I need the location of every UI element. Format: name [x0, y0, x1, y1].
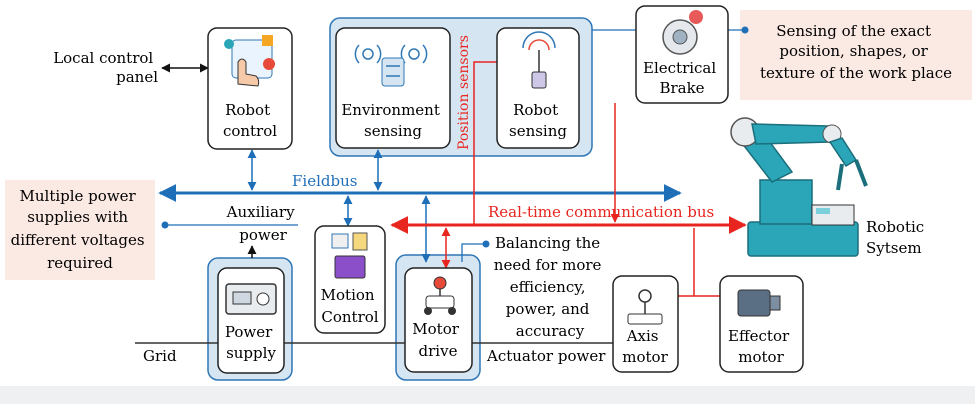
grid-label: Grid: [143, 347, 177, 365]
motor-drive-box: [404, 267, 473, 373]
sensing-note-bg: [740, 10, 972, 100]
motion-control-icon: [331, 232, 368, 279]
power-supply-icon: [225, 283, 277, 315]
effector-motor-label: Effector motor: [728, 327, 794, 366]
robot-sensing-label: Robot sensing: [509, 101, 567, 140]
bottom-strip: [0, 386, 975, 404]
effector-motor-icon: [737, 289, 781, 317]
power-note-bg: [5, 180, 155, 280]
local-control-panel-label: Local control panel: [53, 49, 158, 86]
axis-motor-label: Axis motor: [622, 327, 668, 366]
motor-drive-label: Motor drive: [412, 320, 463, 360]
robot-control-label: Robot control: [223, 101, 277, 140]
balancing-note-line: [461, 243, 486, 262]
robotic-system-label: Robotic Sytsem: [866, 218, 929, 257]
robot-arm-icon: [730, 117, 868, 257]
realtime-bus-label: Real-time communication bus: [488, 203, 714, 221]
auxiliary-power-label: Auxiliary power: [226, 203, 300, 244]
position-sensors-label: Position sensors: [456, 35, 472, 150]
actuator-power-label: Actuator power: [486, 347, 606, 365]
power-note-text: Multiple power supplies with different v…: [11, 187, 150, 272]
motion-control-box: [314, 225, 386, 334]
electrical-brake-label: Electrical Brake: [643, 59, 721, 97]
diagram: Local control panel Robot control Enviro…: [5, 5, 972, 381]
sensing-note-text: Sensing of the exact position, shapes, o…: [760, 22, 952, 82]
brake-disc-icon: [662, 10, 703, 55]
touch-panel-icon: [224, 35, 275, 87]
environment-sensing-label: Environment sensing: [341, 101, 444, 140]
motor-drive-icon: [424, 276, 456, 315]
robot-sensing-icon: [522, 31, 556, 89]
fieldbus-label: Fieldbus: [292, 172, 357, 190]
power-supply-label: Power supply: [225, 323, 277, 362]
balancing-note-text: Balancing the need for more efficiency, …: [494, 234, 606, 340]
axis-motor-icon: [627, 289, 663, 325]
environment-sensing-icon: [354, 44, 428, 87]
motion-control-label: Motion Control: [321, 286, 380, 326]
